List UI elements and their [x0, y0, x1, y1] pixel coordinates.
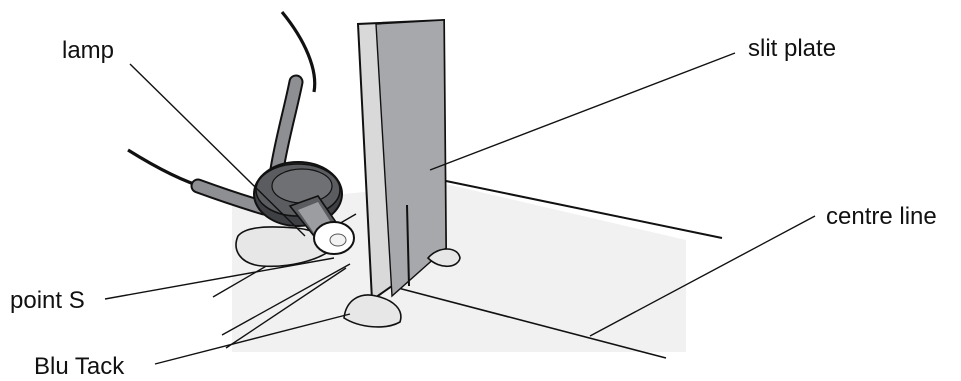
lamp-label: lamp [62, 37, 114, 64]
ray-line-lower [221, 263, 351, 336]
slit-plate-icon [356, 18, 448, 302]
slit-plate-label: slit plate [748, 35, 836, 62]
centre-line-label: centre line [826, 203, 937, 230]
slit-plate-leader [429, 52, 736, 171]
blu-tack-leader [154, 313, 351, 365]
point-s-leader [104, 257, 335, 300]
lamp-leader [129, 63, 306, 237]
slit [406, 204, 410, 287]
blu-tack-plate-right [426, 248, 461, 268]
blu-tack-icon [343, 294, 402, 328]
centre-line [397, 287, 667, 359]
paper-edge-line [445, 180, 723, 239]
point-s-label: point S [10, 287, 85, 314]
lamp-icon [253, 161, 355, 255]
blu-tack-label: Blu Tack [34, 353, 125, 380]
centre-line-leader [589, 215, 816, 337]
ray-line-bottom [225, 267, 347, 349]
